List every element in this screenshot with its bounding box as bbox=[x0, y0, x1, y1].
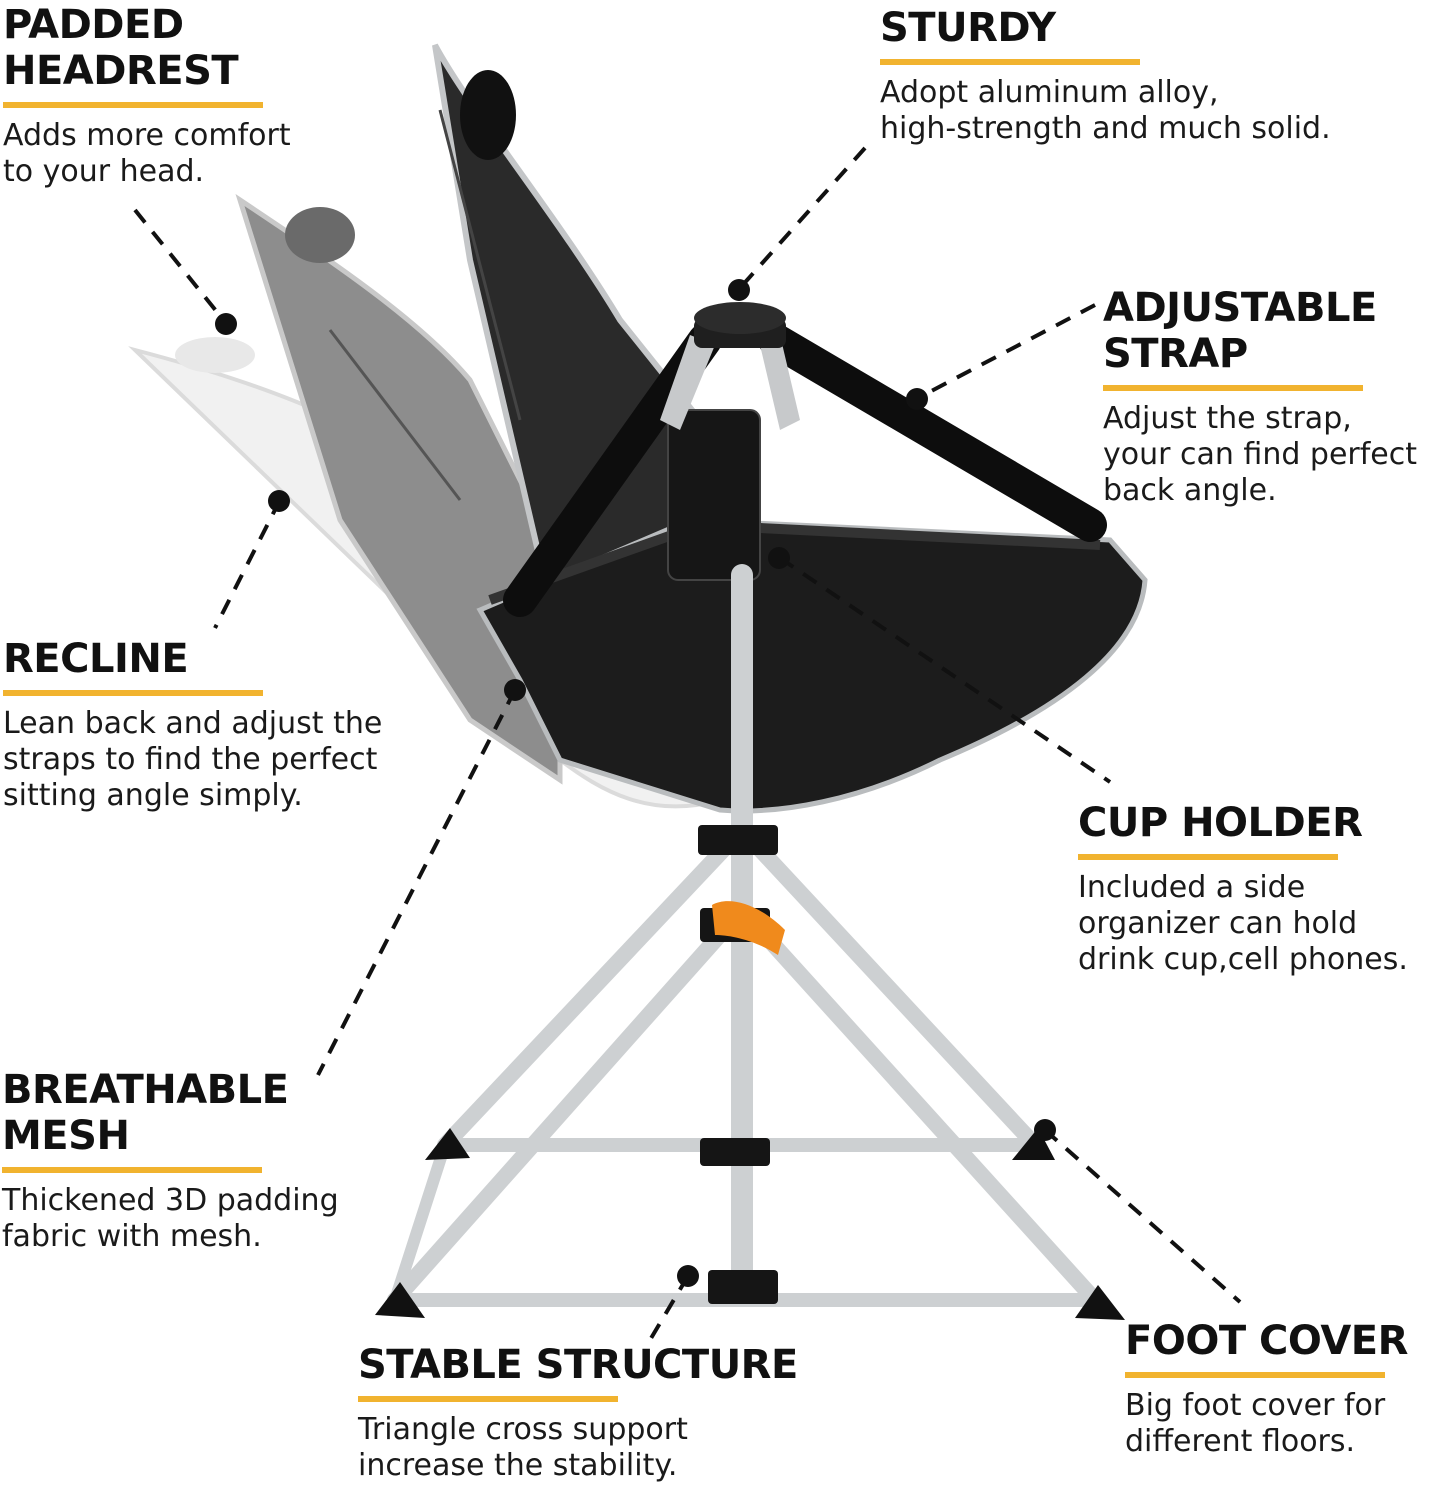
strap-underline bbox=[1103, 385, 1363, 391]
mesh-underline bbox=[2, 1167, 262, 1173]
foot-desc: Big foot cover for different floors. bbox=[1125, 1388, 1386, 1459]
foot-underline bbox=[1125, 1372, 1385, 1378]
headrest-title: PADDED HEADREST bbox=[3, 2, 239, 94]
headrest-pad bbox=[460, 70, 516, 160]
cup-desc: Included a side organizer can hold drink… bbox=[1078, 870, 1408, 977]
top-post bbox=[660, 302, 800, 430]
callout-dots bbox=[215, 279, 1056, 1287]
stable-title: STABLE STRUCTURE bbox=[358, 1342, 798, 1388]
strap-desc: Adjust the strap, your can find perfect … bbox=[1103, 401, 1418, 508]
sturdy-title: STURDY bbox=[880, 5, 1056, 51]
sturdy-desc: Adopt aluminum alloy, high-strength and … bbox=[880, 75, 1331, 146]
cup-holder bbox=[667, 409, 761, 581]
callout-sturdy: STURDY Adopt aluminum alloy, high-streng… bbox=[880, 5, 1400, 147]
callout-recline: RECLINE Lean back and adjust the straps … bbox=[3, 636, 423, 814]
stable-desc: Triangle cross support increase the stab… bbox=[358, 1412, 688, 1483]
foot-covers bbox=[375, 1128, 1125, 1320]
headrest-desc: Adds more comfort to your head. bbox=[3, 118, 291, 189]
strap-title: ADJUSTABLE STRAP bbox=[1103, 285, 1377, 377]
callout-foot-cover: FOOT COVER Big foot cover for different … bbox=[1125, 1318, 1430, 1460]
mesh-title: BREATHABLE MESH bbox=[2, 1067, 289, 1159]
foot-title: FOOT COVER bbox=[1125, 1318, 1408, 1364]
callout-lines bbox=[133, 146, 1242, 1342]
chair-seat bbox=[476, 517, 1148, 814]
headrest-underline bbox=[3, 102, 263, 108]
mesh-desc: Thickened 3D padding fabric with mesh. bbox=[2, 1183, 339, 1254]
recline-title: RECLINE bbox=[3, 636, 189, 682]
callout-headrest: PADDED HEADREST Adds more comfort to you… bbox=[3, 2, 333, 190]
sturdy-underline bbox=[880, 59, 1140, 65]
cup-title: CUP HOLDER bbox=[1078, 800, 1363, 846]
callout-cup-holder: CUP HOLDER Included a side organizer can… bbox=[1078, 800, 1433, 978]
recline-desc: Lean back and adjust the straps to find … bbox=[3, 706, 383, 813]
stable-underline bbox=[358, 1396, 618, 1402]
cup-underline bbox=[1078, 854, 1338, 860]
callout-mesh: BREATHABLE MESH Thickened 3D padding fab… bbox=[2, 1067, 382, 1255]
callout-strap: ADJUSTABLE STRAP Adjust the strap, your … bbox=[1103, 285, 1433, 509]
callout-stable: STABLE STRUCTURE Triangle cross support … bbox=[358, 1342, 828, 1484]
recline-underline bbox=[3, 690, 263, 696]
orange-buckle bbox=[712, 901, 785, 955]
